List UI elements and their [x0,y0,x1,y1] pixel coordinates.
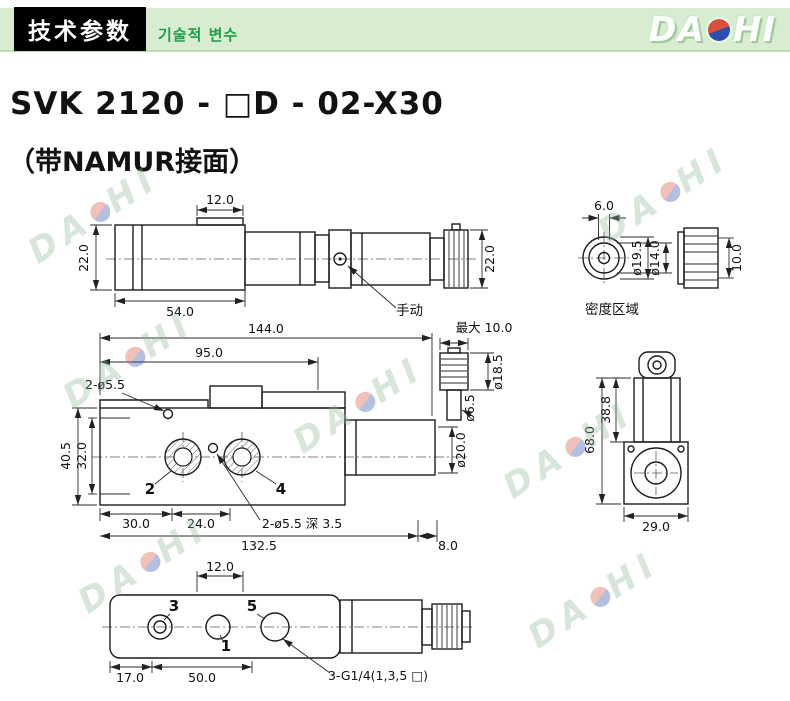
view-side-right: 68.0 38.8 29.0 [582,351,689,534]
view-bottom: 12.0 3 1 5 [102,559,472,685]
dim-body-height-left: 22.0 [76,244,91,272]
note-thread: 3-G1/4(1,3,5 □) [328,668,428,683]
valve-body-outline [114,224,246,291]
namur-note: （带NAMUR接面） [8,147,257,178]
dim-body-length: 54.0 [166,304,194,319]
dim-height-inner: 32.0 [74,442,89,470]
dim-coil-diameter: ø20.0 [453,432,468,468]
logo-text-left: DA [648,10,705,50]
brand-logo: DA HI [648,8,776,52]
port-1-label: 1 [221,637,231,655]
top-boss [196,217,244,226]
dim-slot-width: 6.0 [594,198,614,213]
dim-bottom-17: 17.0 [116,670,144,685]
dim-overall-length: 144.0 [248,321,284,336]
dim-connector-diameter: ø18.5 [490,354,505,389]
coil-end-square [623,441,689,505]
dim-top-width: 12.0 [206,192,234,207]
section-badge: 技术参数 [14,7,146,51]
namur-interface-block [209,385,263,409]
dim-profile-width: 10.0 [729,244,744,272]
manual-label: 手动 [396,303,423,319]
view-top-side: 12.0 22.0 54.0 22.0 手动 [76,192,497,319]
solenoid-coil-front [344,419,436,476]
connector-stem [446,389,462,421]
dim-max-stroke: 最大 10.0 [456,320,513,335]
note-hole-depth: 2-ø5.5 深 3.5 [262,516,342,531]
taegeuk-icon [707,19,730,41]
seal-profile [683,227,719,289]
dim-inner-diameter: ø14.0 [647,240,662,276]
header-subtitle-korean: 기술적 변수 [158,26,239,44]
view-front: 144.0 95.0 最大 10.0 ø18.5 ø6.5 2-ø5.5 [58,320,512,553]
mount-hole-2 [207,442,219,454]
dim-outer-diameter: ø19.5 [629,240,644,275]
dim-body-length-front: 95.0 [195,345,223,360]
dim-side-height-68: 68.0 [582,426,597,454]
port-3-label: 3 [169,597,179,615]
valve-body-front [99,407,346,506]
dim-end-8: 8.0 [438,538,458,553]
seal-area-label: 密度区域 [585,301,639,318]
dim-bottom-50: 50.0 [188,670,216,685]
dim-overall-132: 132.5 [241,538,277,553]
dim-height-outer: 40.5 [58,442,73,470]
dim-side-height-38: 38.8 [598,396,613,424]
dim-port-offset-30: 30.0 [122,516,150,531]
port-5-circle [260,612,290,642]
port-2-label: 2 [145,480,155,498]
header-bar: 技术参数 기술적 변수 DA HI [0,7,790,52]
mount-hole-1 [162,408,174,420]
seal-outer-circle [582,236,626,280]
dim-bottom-12: 12.0 [206,559,234,574]
connector-cap-front [439,352,469,391]
dim-stem-diameter: ø6.5 [462,394,477,422]
coil-end-circle [630,447,682,499]
note-top-holes: 2-ø5.5 [85,377,125,392]
port-5-label: 5 [247,597,257,615]
technical-drawing: 12.0 22.0 54.0 22.0 手动 [58,192,744,685]
logo-text-right: HI [732,10,776,50]
dim-coil-height-right: 22.0 [482,245,497,273]
manual-override-circle [333,252,347,266]
bracket-screw [647,355,667,375]
port-4-label: 4 [276,480,286,498]
port-3-circle [147,614,173,640]
dim-port-pitch-24: 24.0 [187,516,215,531]
side-plate [633,377,681,443]
dim-side-width-29: 29.0 [642,519,670,534]
port-1-circle [205,614,231,640]
view-seal-area: 6.0 ø19.5 ø14.0 10.0 密 [578,198,744,318]
model-title: SVK 2120 - □D - 02-X30 [10,86,444,122]
